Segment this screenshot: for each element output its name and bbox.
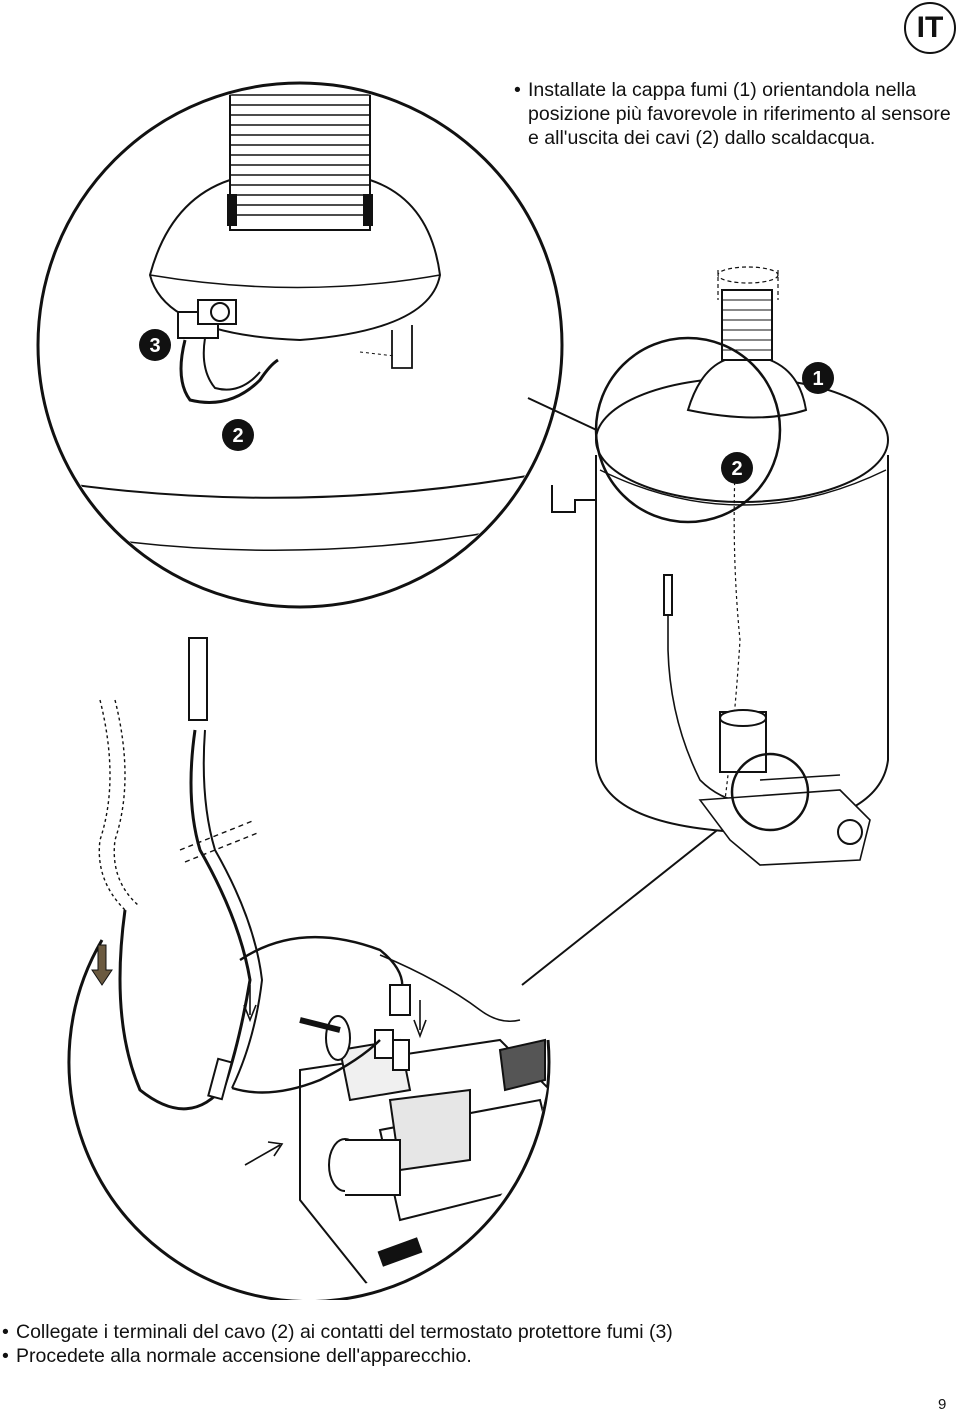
zoom-ring-top	[594, 336, 782, 524]
callout-2-right: 2	[731, 458, 742, 480]
language-badge: IT	[904, 2, 956, 54]
page-number: 9	[938, 1396, 947, 1413]
callout-2-left: 2	[232, 425, 243, 447]
water-heater-illustration: 3 2 1 2	[36, 81, 889, 1300]
instruction-connect-cable: Collegate i terminali del cavo (2) ai co…	[2, 1320, 952, 1344]
callout-3: 3	[149, 335, 160, 357]
zoom-ring-bottom	[730, 752, 810, 832]
detail-circle-connector	[67, 637, 551, 1300]
instruction-install-hood: Installate la cappa fumi (1) orientandol…	[514, 78, 954, 150]
detail-circle-flue-hood: 3 2	[36, 81, 564, 609]
callout-1: 1	[812, 368, 823, 390]
instructions-bottom: Collegate i terminali del cavo (2) ai co…	[2, 1320, 952, 1368]
water-heater-tank	[551, 266, 889, 866]
instruction-ignition: Procedete alla normale accensione dell'a…	[2, 1344, 952, 1368]
instructions-top: Installate la cappa fumi (1) orientandol…	[514, 78, 954, 150]
